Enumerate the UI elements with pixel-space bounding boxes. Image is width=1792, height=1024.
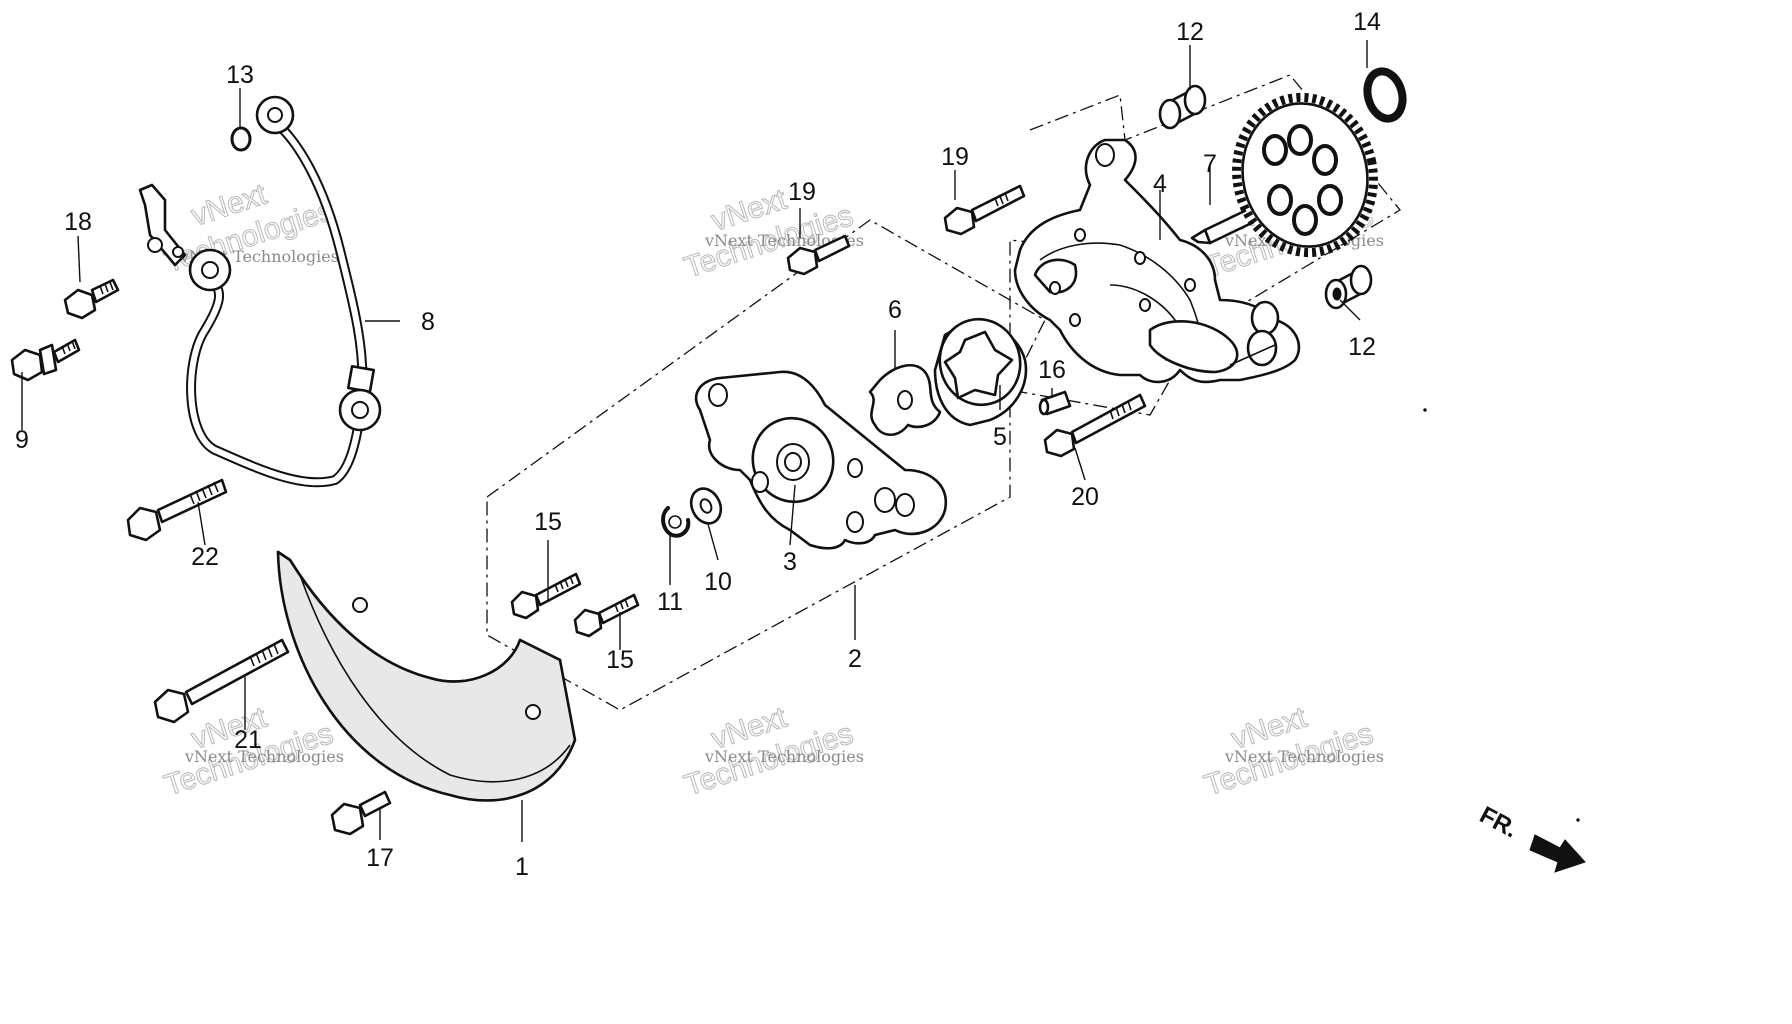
part-18-bolt: [63, 278, 120, 320]
callout-12-upper: 12: [1176, 18, 1204, 46]
callout-8: 8: [421, 308, 435, 336]
watermark-5: vNext Technologies: [680, 700, 858, 803]
watermark-4-label: vNext Technologies: [184, 747, 344, 766]
watermark-5-label: vNext Technologies: [704, 747, 864, 766]
callout-22: 22: [191, 543, 219, 571]
part-8-oil-pipe: [138, 95, 382, 488]
callout-20: 20: [1071, 483, 1099, 511]
part-12-collar-lower: [1324, 264, 1373, 310]
part-12-collar-upper: [1158, 84, 1207, 130]
scan-speck: [1423, 408, 1427, 412]
callout-11: 11: [657, 588, 683, 616]
watermark-6-label: vNext Technologies: [1224, 747, 1384, 766]
driven-gear: [1232, 92, 1378, 258]
callout-labels: 1 2 3 4 5 6 7 8 9 10 11 12 12 13 14 15 1…: [15, 8, 1381, 881]
callout-1: 1: [515, 853, 529, 881]
callout-5: 5: [993, 423, 1007, 451]
part-13-washer: [230, 126, 252, 152]
part-3-pump-cover: [694, 370, 948, 550]
part-21-bolt: [153, 638, 290, 724]
callout-19-right: 19: [941, 143, 969, 171]
part-20-bolt: [1043, 393, 1147, 458]
callout-14: 14: [1353, 8, 1381, 36]
part-16-dowel-pin: [1038, 390, 1072, 416]
callout-4: 4: [1153, 170, 1167, 198]
watermark-6: vNext Technologies: [1200, 700, 1378, 803]
callout-15-upper: 15: [534, 508, 562, 536]
part-19-bolt-right: [943, 184, 1026, 236]
callout-3: 3: [783, 548, 797, 576]
part-22-bolt: [126, 478, 228, 542]
leader-lines: [21, 40, 1368, 842]
callout-16: 16: [1038, 356, 1066, 384]
part-6-inner-rotor: [868, 364, 942, 437]
part-19-bolt-left: [786, 234, 851, 276]
callout-2: 2: [848, 645, 862, 673]
front-direction-indicator: FR.: [1475, 801, 1586, 873]
part-9-bolt: [10, 338, 81, 382]
front-direction-arrow-icon: [1529, 834, 1586, 873]
front-direction-label: FR.: [1475, 801, 1522, 843]
callout-17: 17: [366, 844, 394, 872]
part-17-bolt: [330, 790, 392, 836]
callout-18: 18: [64, 208, 92, 236]
watermark-2: vNext Technologies: [680, 182, 858, 285]
callout-7: 7: [1203, 150, 1217, 178]
callout-6: 6: [888, 296, 902, 324]
part-5-outer-rotor: [933, 317, 1028, 427]
callout-9: 9: [15, 426, 29, 454]
callout-21: 21: [234, 726, 262, 754]
part-15-bolt-upper: [510, 572, 582, 620]
part-15-bolt-lower: [573, 593, 640, 638]
callout-12-lower: 12: [1348, 333, 1376, 361]
part-10-washer: [689, 487, 723, 525]
callout-10: 10: [704, 568, 732, 596]
scan-speck: [1576, 818, 1580, 822]
part-4-pump-body: [1013, 138, 1301, 384]
part-11-clip: [661, 506, 691, 538]
part-14-o-ring: [1363, 67, 1407, 123]
part-1-cover-shield: [276, 550, 577, 802]
callout-19-left: 19: [788, 178, 816, 206]
callout-15-lower: 15: [606, 646, 634, 674]
callout-13: 13: [226, 61, 254, 89]
